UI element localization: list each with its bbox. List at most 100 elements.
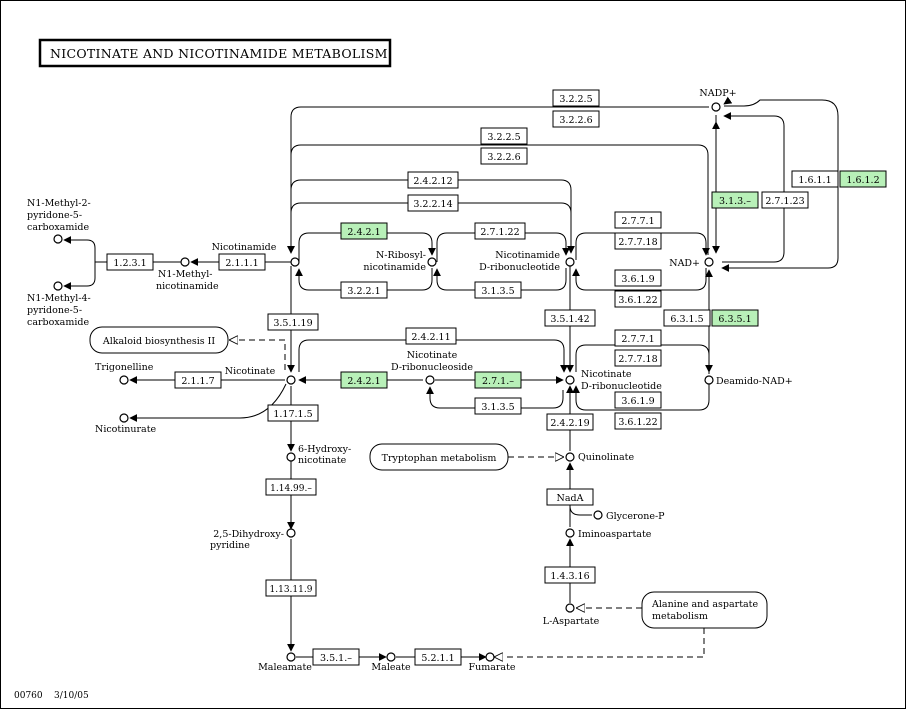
compound-fumarate-node[interactable] (485, 652, 495, 662)
enzyme-2.4.2.12[interactable]: 2.4.2.12 (407, 171, 459, 189)
enzyme-2.7.7.1-lower[interactable]: 2.7.7.1 (614, 329, 662, 347)
label-namn-line1: Nicotinate (581, 369, 632, 380)
enzyme-2.7.7.18-lower[interactable]: 2.7.7.18 (614, 349, 662, 367)
enzyme-2.1.1.7[interactable]: 2.1.1.7 (174, 371, 222, 389)
enzyme-3.2.2.5-second[interactable]: 3.2.2.5 (480, 127, 528, 145)
pathway-alanine-aspartate-metabolism[interactable]: Alanine and aspartate metabolism (641, 591, 768, 629)
enzyme-3.2.2.6-top[interactable]: 3.2.2.6 (552, 110, 600, 128)
enzyme-1.6.1.2[interactable]: 1.6.1.2 (839, 170, 887, 188)
compound-iminoaspartate-node[interactable] (565, 528, 575, 538)
enzyme-2.7.1.-[interactable]: 2.7.1.– (474, 371, 522, 389)
enzyme-3.2.2.5-top[interactable]: 3.2.2.5 (552, 89, 600, 107)
enzyme-boxes[interactable]: 3.2.2.5 3.2.2.6 3.2.2.5 3.2.2.6 2.4.2.12… (106, 89, 887, 666)
compound-nad-node[interactable] (704, 257, 714, 267)
label-nicotinamide: Nicotinamide (212, 242, 277, 253)
compound-nicotinurate-node[interactable] (119, 413, 129, 423)
enzyme-6.3.5.1[interactable]: 6.3.5.1 (711, 309, 759, 327)
enzyme-1.14.99.-[interactable]: 1.14.99.– (265, 478, 317, 496)
enzyme-2.1.1.1[interactable]: 2.1.1.1 (218, 253, 266, 271)
compound-nicotinamide-node[interactable] (290, 257, 300, 267)
enzyme-6.3.1.5[interactable]: 6.3.1.5 (663, 309, 711, 327)
svg-text:2.1.1.1: 2.1.1.1 (225, 258, 258, 269)
svg-text:3.6.1.9: 3.6.1.9 (621, 396, 654, 407)
svg-text:6.3.1.5: 6.3.1.5 (670, 314, 703, 325)
svg-text:3.2.2.6: 3.2.2.6 (487, 152, 520, 163)
enzyme-3.6.1.22-upper[interactable]: 3.6.1.22 (614, 290, 662, 308)
map-title: NICOTINATE AND NICOTINAMIDE METABOLISM (38, 38, 392, 68)
enzyme-1.2.3.1[interactable]: 1.2.3.1 (106, 253, 154, 271)
svg-text:3.5.1.19: 3.5.1.19 (273, 318, 312, 329)
enzyme-3.1.3.5-lower[interactable]: 3.1.3.5 (474, 397, 522, 415)
label-nmn-line2: D-ribonucleotide (479, 262, 560, 273)
enzyme-nada[interactable]: NadA (546, 488, 594, 506)
compound-trigonelline-node[interactable] (119, 375, 129, 385)
pathway-tryptophan-metabolism[interactable]: Tryptophan metabolism (369, 443, 509, 471)
compound-n1-methyl-4-pyridone-node[interactable] (53, 281, 63, 291)
enzyme-1.4.3.16[interactable]: 1.4.3.16 (544, 566, 596, 584)
enzyme-2.7.1.22[interactable]: 2.7.1.22 (474, 222, 526, 240)
enzyme-3.1.3.-[interactable]: 3.1.3.– (711, 191, 759, 209)
compound-nicotinate-ribonucleoside-node[interactable] (425, 375, 435, 385)
compound-2-5-dihydroxypyridine-node[interactable] (286, 528, 296, 538)
svg-text:2.7.1.–: 2.7.1.– (482, 376, 514, 387)
compound-n1-methylnicotinamide-node[interactable] (180, 257, 190, 267)
compound-nmn-node[interactable] (565, 257, 575, 267)
label-iminoaspartate: Iminoaspartate (578, 529, 652, 540)
svg-text:2.7.1.22: 2.7.1.22 (480, 227, 519, 238)
enzyme-3.2.2.6-second[interactable]: 3.2.2.6 (480, 147, 528, 165)
compound-namn-node[interactable] (565, 375, 575, 385)
enzyme-3.5.1.42[interactable]: 3.5.1.42 (544, 309, 596, 327)
compound-l-aspartate-node[interactable] (565, 603, 575, 613)
compound-n1-methyl-2-pyridone-node[interactable] (53, 234, 63, 244)
label-nicotinate: Nicotinate (225, 366, 276, 377)
enzyme-5.2.1.1[interactable]: 5.2.1.1 (414, 648, 462, 666)
enzyme-2.7.7.18-upper[interactable]: 2.7.7.18 (614, 232, 662, 250)
label-n1m4p-line1: N1-Methyl-4- (27, 293, 91, 304)
enzyme-3.6.1.9-lower[interactable]: 3.6.1.9 (614, 391, 662, 409)
svg-text:2.4.2.12: 2.4.2.12 (413, 176, 452, 187)
svg-text:3.6.1.9: 3.6.1.9 (621, 274, 654, 285)
svg-text:3.1.3.5: 3.1.3.5 (481, 402, 514, 413)
enzyme-1.6.1.1[interactable]: 1.6.1.1 (791, 170, 839, 188)
enzyme-2.4.2.1-lower[interactable]: 2.4.2.1 (340, 371, 388, 389)
enzyme-2.4.2.11[interactable]: 2.4.2.11 (405, 327, 457, 345)
label-n1mn-line1: N1-Methyl- (158, 269, 212, 280)
label-fumarate: Fumarate (468, 662, 515, 673)
enzyme-3.2.2.1[interactable]: 3.2.2.1 (340, 281, 388, 299)
label-maleate: Maleate (371, 662, 411, 673)
compound-n-ribosylnicotinamide-node[interactable] (427, 257, 437, 267)
enzyme-3.2.2.14[interactable]: 3.2.2.14 (407, 194, 459, 212)
enzyme-2.7.1.23[interactable]: 2.7.1.23 (761, 191, 809, 209)
pathway-links[interactable]: Alkaloid biosynthesis II Tryptophan meta… (89, 326, 768, 629)
enzyme-1.17.1.5[interactable]: 1.17.1.5 (267, 404, 319, 422)
svg-text:2.7.7.18: 2.7.7.18 (618, 237, 657, 248)
compound-nadp-node[interactable] (711, 102, 721, 112)
enzyme-3.6.1.22-lower[interactable]: 3.6.1.22 (614, 412, 662, 430)
label-dihydroxy-line2: pyridine (210, 540, 250, 551)
enzyme-3.6.1.9-upper[interactable]: 3.6.1.9 (614, 269, 662, 287)
pathway-alkaloid-biosynthesis[interactable]: Alkaloid biosynthesis II (89, 326, 229, 354)
enzyme-2.4.2.19[interactable]: 2.4.2.19 (546, 413, 594, 431)
compound-glycerone-p-node[interactable] (593, 510, 603, 520)
enzyme-3.1.3.5-upper[interactable]: 3.1.3.5 (474, 281, 522, 299)
enzyme-2.4.2.1-upper[interactable]: 2.4.2.1 (340, 222, 388, 240)
svg-text:1.17.1.5: 1.17.1.5 (273, 409, 312, 420)
svg-text:3.6.1.22: 3.6.1.22 (618, 295, 657, 306)
enzyme-3.5.1.-[interactable]: 3.5.1.– (312, 648, 360, 666)
svg-text:1.2.3.1: 1.2.3.1 (113, 258, 146, 269)
compound-maleate-node[interactable] (386, 652, 396, 662)
compound-nodes[interactable] (53, 102, 721, 662)
svg-text:Alkaloid biosynthesis II: Alkaloid biosynthesis II (102, 336, 216, 347)
compound-6-hydroxynicotinate-node[interactable] (286, 452, 296, 462)
enzyme-3.5.1.19[interactable]: 3.5.1.19 (267, 313, 319, 331)
compound-maleamate-node[interactable] (286, 652, 296, 662)
enzyme-1.13.11.9[interactable]: 1.13.11.9 (265, 579, 317, 597)
svg-text:3.2.2.5: 3.2.2.5 (559, 94, 592, 105)
enzyme-2.7.7.1-upper[interactable]: 2.7.7.1 (614, 211, 662, 229)
label-n1m2p-line1: N1-Methyl-2- (27, 198, 91, 209)
svg-text:1.6.1.1: 1.6.1.1 (798, 175, 831, 186)
compound-quinolinate-node[interactable] (565, 452, 575, 462)
compound-nicotinate-node[interactable] (286, 375, 296, 385)
compound-deamido-nad-node[interactable] (704, 375, 714, 385)
